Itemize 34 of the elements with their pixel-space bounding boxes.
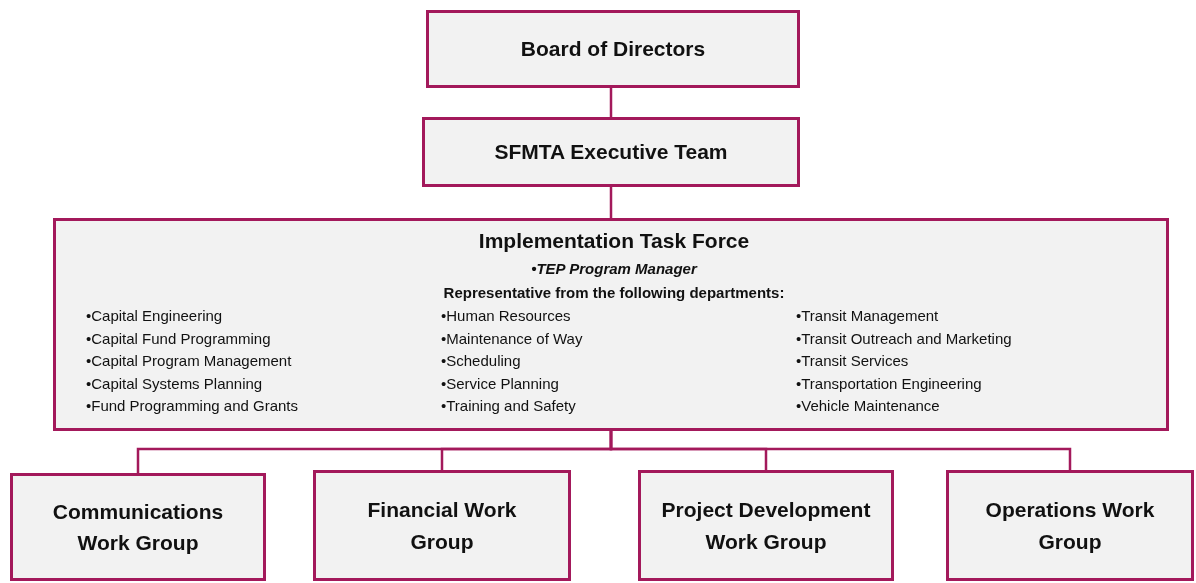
box-title: Communications Work Group [51, 498, 225, 556]
department-item: •Fund Programming and Grants [86, 397, 298, 415]
department-item: •Capital Systems Planning [86, 374, 263, 393]
box-title: SFMTA Executive Team [493, 139, 729, 166]
department-item: •Capital Program Management [86, 352, 292, 370]
department-item: •Scheduling [441, 352, 521, 370]
department-item: •Capital Engineering [86, 307, 223, 325]
department-item: •Transit Services [796, 352, 909, 370]
department-item: •Transit Management [796, 307, 939, 325]
org-box [10, 473, 266, 581]
connector-line [609, 88, 613, 117]
box-title: Operations Work Group [984, 497, 1156, 555]
box-title: Implementation Task Force [477, 228, 751, 254]
org-box [422, 117, 800, 187]
subheading: Representative from the following departments: [442, 283, 786, 303]
department-item: •Service Planning [441, 374, 559, 393]
role-text: •TEP Program Manager [530, 259, 699, 279]
department-item: •Vehicle Maintenance [796, 397, 940, 415]
box-title: Financial Work Group [366, 497, 518, 555]
department-item: •Training and Safety [441, 397, 576, 415]
org-box [313, 470, 571, 581]
department-item: •Capital Fund Programming [86, 329, 271, 348]
box-title: Board of Directors [519, 36, 707, 63]
box-title: Project Development Work Group [660, 497, 872, 555]
org-box [946, 470, 1194, 581]
department-item: •Human Resources [441, 307, 571, 325]
connector-line [609, 431, 1072, 470]
org-box [53, 218, 1169, 431]
org-box [426, 10, 800, 88]
department-item: •Maintenance of Way [441, 329, 583, 348]
connector-line [609, 187, 613, 218]
org-box [638, 470, 894, 581]
department-item: •Transportation Engineering [796, 374, 982, 393]
department-item: •Transit Outreach and Marketing [796, 329, 1012, 348]
